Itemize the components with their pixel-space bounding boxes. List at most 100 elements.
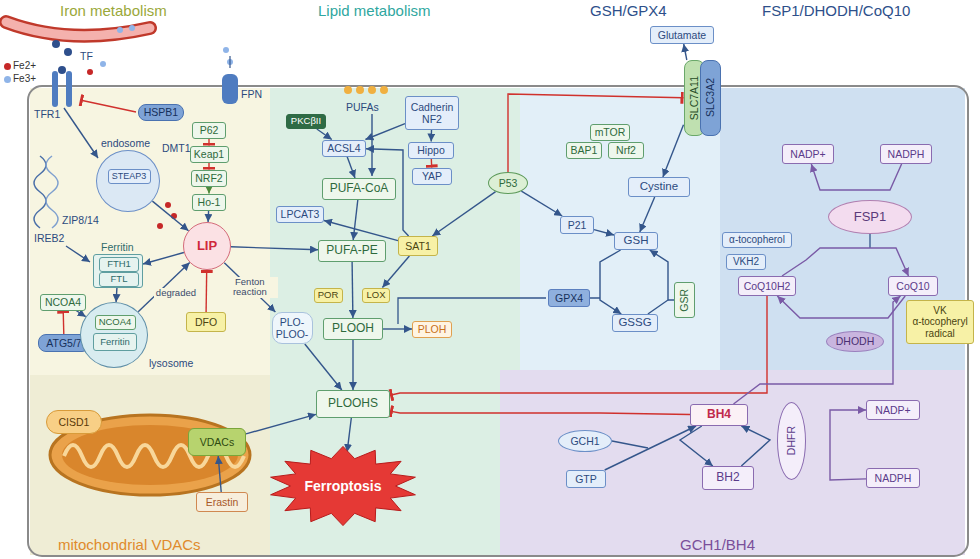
legend-text: Fe2+	[13, 60, 36, 71]
process-box: PUFA-CoA	[322, 178, 396, 200]
process-box: P62	[192, 122, 226, 139]
blood-vessel-part	[117, 27, 123, 33]
connector	[811, 164, 901, 190]
region-band: FSP1/DHODH/CoQ10NADP+NADPHFSP1α-tocopher…	[720, 88, 965, 370]
region-title: FSP1/DHODH/CoQ10	[762, 2, 910, 19]
node-text: CISD1	[59, 416, 90, 428]
process-box: Ho-1	[192, 194, 226, 211]
process-box: Glutamate	[650, 26, 714, 44]
blood-vessel-part	[6, 22, 150, 36]
process-box: FTL	[99, 272, 139, 287]
region-title: lysosome	[149, 357, 193, 369]
process-box: PUFA-PE	[318, 240, 386, 262]
blood-vessel-part	[129, 25, 135, 31]
region-title: Lipid metabolism	[318, 2, 431, 19]
node-text: STEAP3	[112, 171, 147, 181]
fpn-transporter	[222, 47, 238, 104]
connector	[390, 296, 767, 395]
connector	[830, 410, 866, 480]
node-text: LPCAT3	[281, 208, 320, 220]
node-text: FSP1	[854, 210, 887, 225]
node-text: DHODH	[836, 335, 875, 347]
tfr1-receptor-part	[55, 74, 69, 104]
node-text: Hippo	[417, 144, 444, 156]
ellipse-node: DHFR	[777, 402, 806, 480]
connector	[648, 250, 668, 314]
process-box: ACSL4	[322, 140, 366, 157]
node-text: NADP+	[875, 404, 910, 416]
ellipse-node: LIP	[183, 222, 231, 270]
node-text: P53	[499, 177, 518, 189]
connector	[305, 344, 342, 390]
node-text: CoQ10	[896, 280, 929, 292]
free-label: PUFAs	[346, 101, 379, 113]
process-box: mTOR	[590, 124, 630, 141]
pufa-lipids-part	[380, 86, 388, 94]
ellipse-node: P53	[488, 172, 528, 194]
node-text: VDACs	[200, 436, 234, 448]
fpn-transporter-part	[222, 74, 238, 104]
process-box: GSR	[674, 282, 695, 318]
ellipse-node: endosomeSTEAP3	[96, 150, 160, 212]
connector	[205, 270, 207, 312]
uptake-arrow	[64, 108, 98, 158]
connector	[663, 125, 684, 177]
process-box: P21	[560, 216, 594, 234]
connector	[508, 94, 684, 172]
node-text: Cystine	[640, 180, 678, 193]
node-text: mTOR	[595, 126, 626, 138]
node-text: PLOH	[418, 323, 447, 335]
region-title: Iron metabolism	[60, 2, 167, 19]
connector	[246, 414, 316, 434]
node-text: NADPH	[888, 148, 925, 160]
node-text: Glutamate	[658, 29, 706, 41]
connector	[115, 288, 117, 302]
process-box: YAP	[412, 168, 452, 185]
tfr1-receptor	[55, 66, 69, 104]
process-box: HSPB1	[138, 104, 184, 121]
connector	[366, 149, 409, 236]
process-box: FerritinFTH1FTL	[93, 254, 143, 288]
node-text: GSSG	[618, 316, 651, 329]
node-text: HSPB1	[144, 106, 178, 118]
node-text: DFO	[195, 316, 217, 328]
connector	[208, 139, 209, 146]
process-box: NCOA4	[40, 294, 86, 311]
region-band: Iron metabolismHSPB1endosomeSTEAP3P62Kea…	[30, 88, 270, 375]
process-box: VKα-tocopheryl radical	[906, 300, 974, 344]
node-text: GSR	[678, 289, 690, 312]
process-box: NADPH	[866, 468, 920, 488]
node-text: PLO-	[280, 316, 305, 328]
blood-vessel-part	[52, 40, 60, 48]
iron-ions	[87, 61, 177, 229]
blood-vessel	[6, 22, 150, 56]
connector	[605, 426, 696, 470]
free-label: IREB2	[34, 232, 64, 244]
region-title: GSH/GPX4	[590, 2, 667, 19]
process-box: VKH2	[726, 254, 766, 270]
pufa-lipids	[344, 86, 388, 176]
inhibition-line	[80, 100, 136, 112]
node-text: GTP	[575, 473, 597, 485]
node-text: P62	[200, 124, 219, 136]
node-text: NADPH	[875, 472, 912, 484]
node-text: CoQ10H2	[744, 280, 791, 292]
pufa-lipids-part	[344, 86, 352, 94]
connector	[218, 456, 221, 492]
node-text: ATG5/7	[46, 337, 81, 349]
blood-vessel-part	[6, 22, 150, 36]
node-text: PLOOHS	[328, 397, 378, 411]
process-box: Nrf2	[608, 142, 644, 159]
process-box: Keap1	[190, 146, 229, 163]
connector	[231, 247, 318, 250]
connector	[734, 296, 901, 404]
process-box: SLC3A2	[700, 60, 721, 136]
process-box: Ferritin	[93, 333, 137, 351]
connector	[347, 157, 355, 179]
free-label: DMT1	[162, 142, 191, 154]
connector	[600, 250, 621, 314]
process-box: BH4	[690, 404, 748, 426]
node-text: FTL	[111, 274, 128, 285]
connector	[383, 328, 412, 329]
